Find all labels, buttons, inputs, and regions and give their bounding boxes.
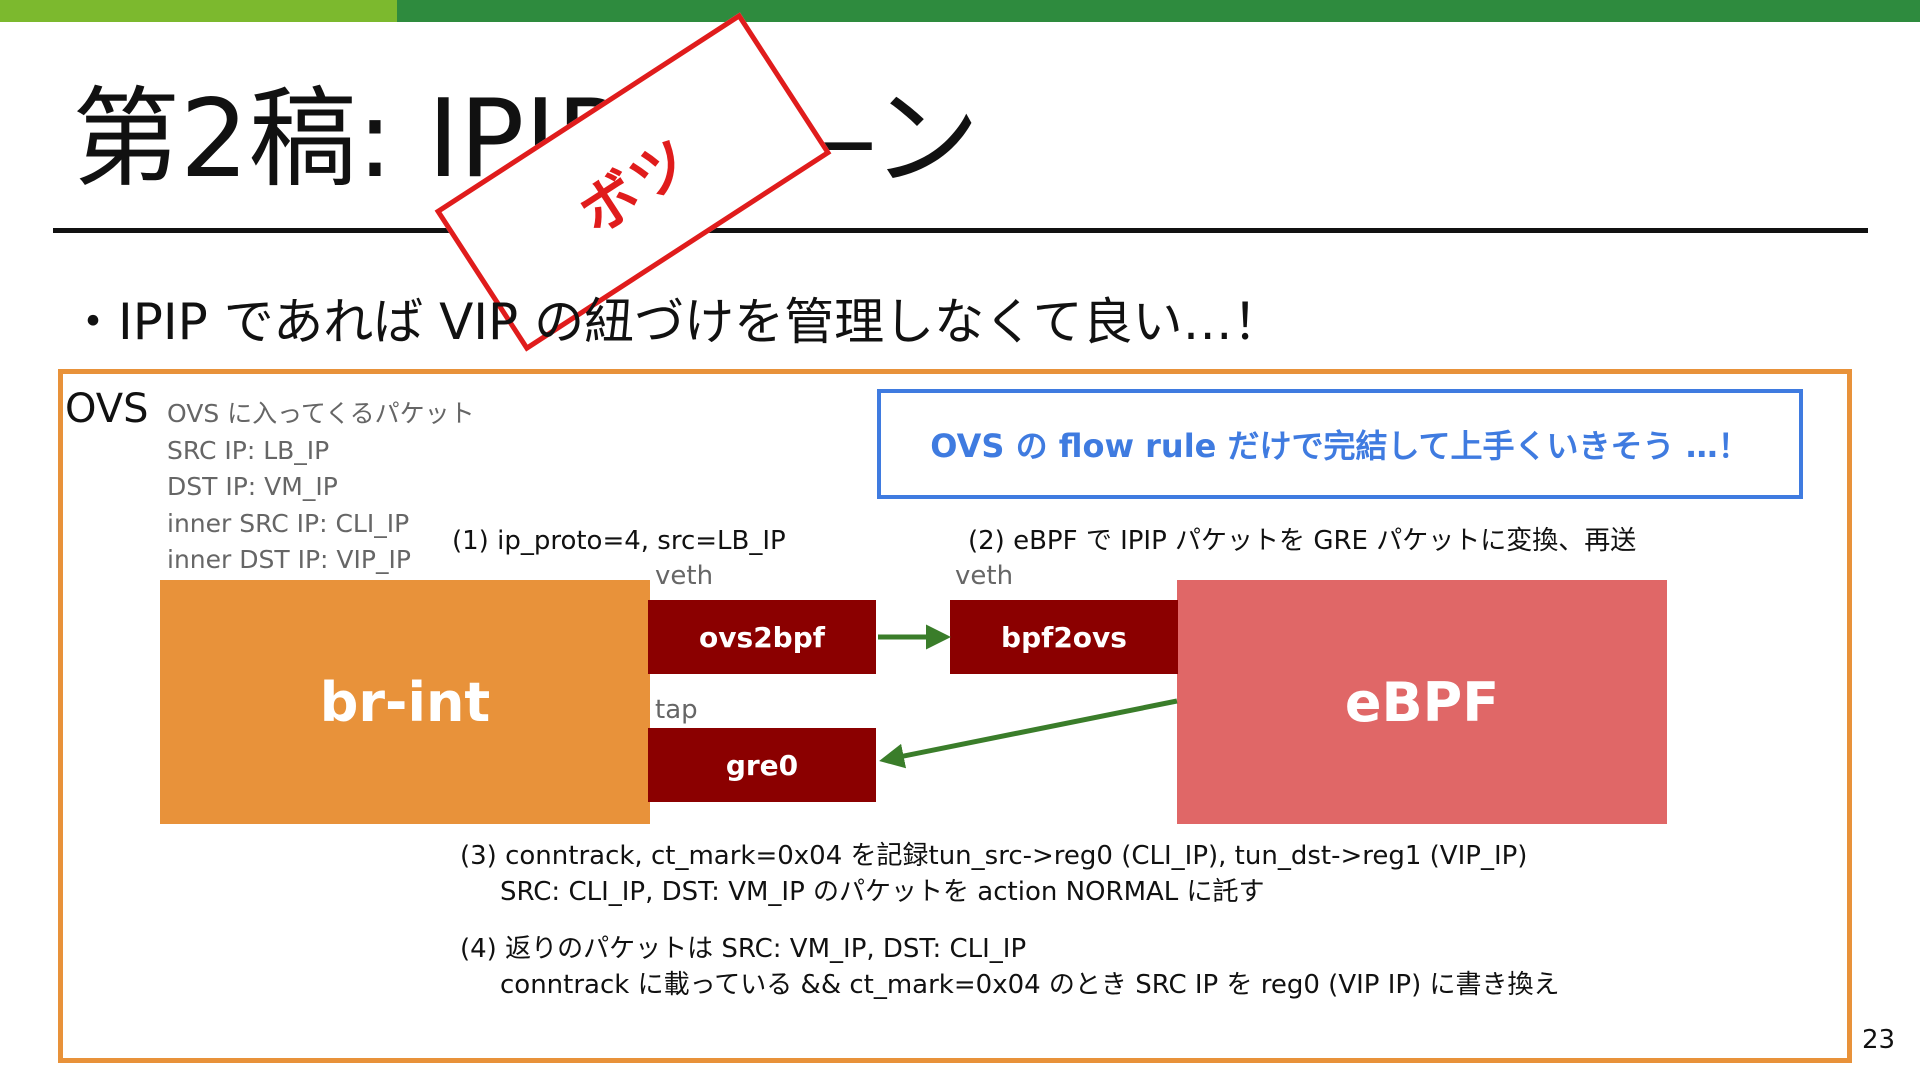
- ebpf-label: eBPF: [1344, 670, 1500, 734]
- header-bar-light: [0, 0, 397, 22]
- callout-box: OVS の flow rule だけで完結して上手くいきそう …！: [877, 389, 1803, 499]
- title-underline: [53, 228, 1868, 233]
- port-ovs2bpf: ovs2bpf: [648, 600, 876, 674]
- incoming-packet-info: OVS に入ってくるパケット SRC IP: LB_IP DST IP: VM_…: [167, 396, 475, 579]
- br-int-label: br-int: [319, 670, 491, 734]
- port-bpf2ovs: bpf2ovs: [950, 600, 1178, 674]
- port-ovs2bpf-label: ovs2bpf: [699, 620, 825, 654]
- stamp-text: ボツ: [566, 125, 705, 248]
- callout-text: OVS の flow rule だけで完結して上手くいきそう …！: [930, 427, 1750, 465]
- packet-info-line: DST IP: VM_IP: [167, 472, 338, 501]
- veth-label-right: veth: [955, 561, 1014, 591]
- step-4-line-2: conntrack に載っている && ct_mark=0x04 のとき SRC…: [500, 970, 1560, 1000]
- ovs-frame: [58, 369, 1852, 1063]
- port-bpf2ovs-label: bpf2ovs: [1001, 620, 1127, 654]
- header-bar-dark: [397, 0, 1920, 22]
- step-3-line-2: SRC: CLI_IP, DST: VM_IP のパケットを action NO…: [500, 877, 1265, 907]
- ovs-label: OVS: [65, 386, 149, 432]
- port-gre0: gre0: [648, 728, 876, 802]
- port-gre0-label: gre0: [725, 748, 799, 782]
- packet-info-line: inner DST IP: VIP_IP: [167, 545, 411, 574]
- veth-label-left: veth: [655, 561, 714, 591]
- step-2-label: (2) eBPF で IPIP パケットを GRE パケットに変換、再送: [968, 526, 1637, 556]
- packet-info-line: SRC IP: LB_IP: [167, 435, 330, 465]
- ebpf-program: eBPF: [1177, 580, 1667, 824]
- step-1-label: (1) ip_proto=4, src=LB_IP: [452, 526, 786, 556]
- tap-label: tap: [655, 695, 698, 725]
- step-3-line-1: (3) conntrack, ct_mark=0x04 を記録tun_src->…: [460, 841, 1528, 871]
- bullet-point: ・IPIP であれば VIP の紐づけを管理しなくて良い…！: [68, 293, 1283, 351]
- step-4-line-1: (4) 返りのパケットは SRC: VM_IP, DST: CLI_IP: [460, 934, 1027, 964]
- br-int-bridge: br-int: [160, 580, 650, 824]
- packet-info-line: OVS に入ってくるパケット: [167, 399, 475, 428]
- page-number: 23: [1862, 1025, 1896, 1055]
- packet-info-line: inner SRC IP: CLI_IP: [167, 508, 410, 538]
